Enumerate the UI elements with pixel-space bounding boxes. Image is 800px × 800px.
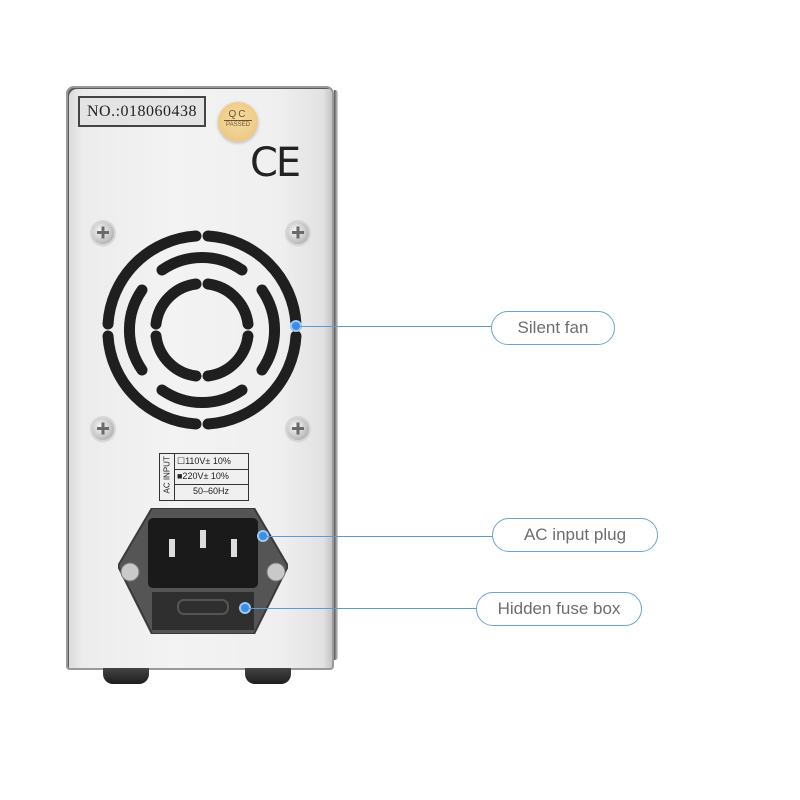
callout-ac-input-plug: AC input plug [492, 518, 658, 552]
callout-dot-fuse [241, 604, 249, 612]
voltage-110-option: ☐110V± 10% [174, 454, 248, 470]
ce-mark-icon: CE [250, 140, 301, 186]
screw-icon [287, 222, 309, 244]
fan-grille-icon [102, 230, 302, 430]
callout-line-fuse [249, 608, 477, 609]
screw-icon [92, 222, 114, 244]
qc-passed-sticker: QC PASSED [218, 102, 258, 142]
callout-silent-fan: Silent fan [491, 311, 615, 345]
ac-input-rating-label: AC INPUT ☐110V± 10% ■220V± 10% 50–60Hz [159, 453, 249, 501]
ac-inlet-with-fuse-icon [118, 508, 288, 634]
serial-number-label: NO.:018060438 [78, 96, 206, 127]
ac-input-title-text: AC INPUT [162, 456, 172, 494]
callout-hidden-fuse-box: Hidden fuse box [476, 592, 642, 626]
qc-text: QC [224, 109, 252, 121]
passed-text: PASSED [226, 122, 250, 128]
frequency-text: 50–60Hz [192, 486, 230, 496]
screw-icon [92, 418, 114, 440]
screw-icon [287, 418, 309, 440]
ac-input-side-title: AC INPUT [160, 454, 175, 500]
callout-line-fan [300, 326, 492, 327]
callout-dot-fan [292, 322, 300, 330]
voltage-220-option: ■220V± 10% [174, 469, 248, 485]
rubber-foot [245, 668, 291, 684]
rubber-foot [103, 668, 149, 684]
callout-dot-plug [259, 532, 267, 540]
callout-line-plug [267, 536, 493, 537]
